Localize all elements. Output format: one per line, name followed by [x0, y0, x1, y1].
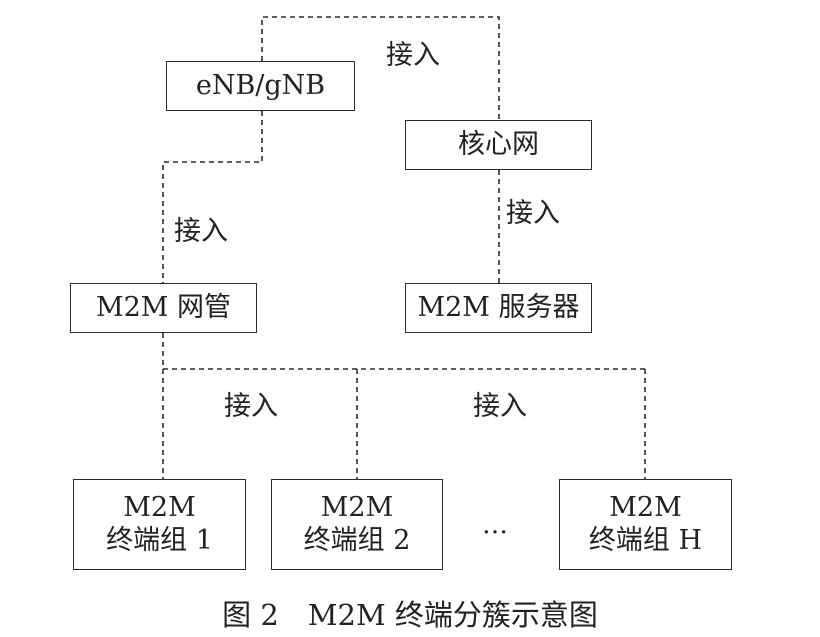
terminal-group-1-line1: M2M — [123, 491, 196, 523]
terminal-group-1-node: M2M 终端组 1 — [73, 479, 246, 570]
m2m-server-node: M2M 服务器 — [405, 283, 592, 333]
terminal-group-h-line2: 终端组 H — [588, 524, 703, 556]
access-label-top: 接入 — [386, 40, 440, 71]
terminal-group-h-node: M2M 终端组 H — [559, 479, 732, 570]
access-label-groups-left: 接入 — [224, 391, 278, 422]
terminal-group-2-node: M2M 终端组 2 — [271, 479, 443, 570]
link-enb-gateway — [162, 111, 263, 283]
m2m-server-label: M2M 服务器 — [417, 291, 580, 323]
terminal-group-2-line1: M2M — [320, 491, 394, 523]
access-label-groups-right: 接入 — [473, 391, 527, 422]
m2m-gateway-label: M2M 网管 — [95, 291, 232, 323]
core-network-node: 核心网 — [405, 120, 592, 170]
m2m-gateway-node: M2M 网管 — [70, 283, 257, 333]
link-enb-core — [261, 16, 500, 120]
access-label-enb-gateway: 接入 — [174, 216, 228, 247]
terminal-group-2-line2: 终端组 2 — [303, 524, 411, 556]
terminal-group-h-line1: M2M — [609, 491, 682, 523]
core-network-label: 核心网 — [458, 128, 539, 160]
terminal-group-1-line2: 终端组 1 — [106, 524, 213, 556]
enb-gnb-label: eNB/gNB — [195, 69, 326, 101]
figure-caption: 图 2 M2M 终端分簇示意图 — [222, 598, 598, 632]
access-label-core-server: 接入 — [506, 198, 560, 229]
enb-gnb-node: eNB/gNB — [166, 61, 355, 111]
more-groups-ellipsis: … — [482, 510, 509, 540]
